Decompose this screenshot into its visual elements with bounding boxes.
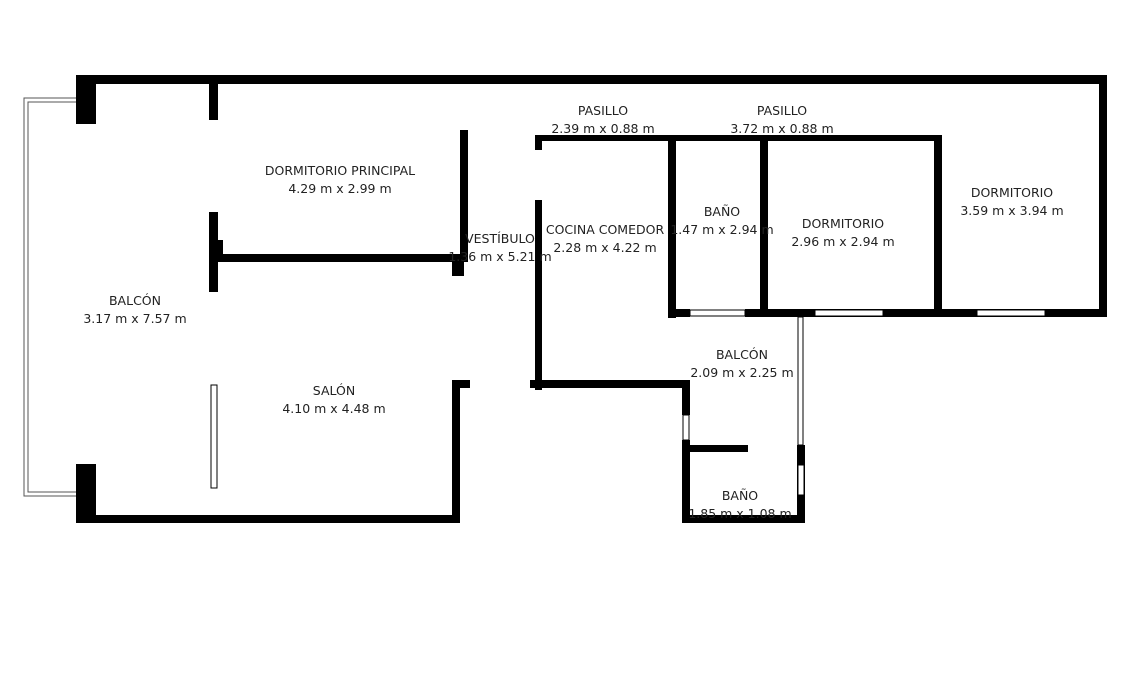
room-name: BALCÓN (108, 293, 161, 308)
room-dims: 3.72 m x 0.88 m (730, 121, 834, 136)
room-dims: 3.17 m x 7.57 m (83, 311, 187, 326)
room-dims: 4.29 m x 2.99 m (288, 181, 392, 196)
room-dormitorio-2: DORMITORIO 3.59 m x 3.94 m (960, 184, 1063, 220)
balcony-railing (23, 97, 76, 497)
room-dormitorio-principal: DORMITORIO PRINCIPAL 4.29 m x 2.99 m (265, 162, 415, 198)
room-salon: SALÓN 4.10 m x 4.48 m (282, 382, 385, 418)
room-dims: 2.39 m x 0.88 m (551, 121, 655, 136)
windows (210, 309, 1046, 496)
room-dims: 1.47 m x 2.94 m (670, 222, 774, 237)
room-name: DORMITORIO (801, 216, 885, 231)
room-bano-1: BAÑO 1.47 m x 2.94 m (670, 203, 773, 239)
room-name: PASILLO (756, 103, 808, 118)
room-name: BAÑO (703, 204, 741, 219)
room-dims: 2.96 m x 2.94 m (791, 234, 895, 249)
room-pasillo-1: PASILLO 2.39 m x 0.88 m (551, 102, 654, 138)
room-name: SALÓN (312, 383, 356, 398)
room-balcon-large: BALCÓN 3.17 m x 7.57 m (83, 292, 186, 328)
room-dormitorio-1: DORMITORIO 2.96 m x 2.94 m (791, 215, 894, 251)
room-dims: 3.59 m x 3.94 m (960, 203, 1064, 218)
walls (76, 75, 1107, 523)
room-name: COCINA COMEDOR (545, 222, 665, 237)
room-vestibulo: VESTÍBULO 1.36 m x 5.21 m (448, 230, 551, 266)
room-cocina-comedor: COCINA COMEDOR 2.28 m x 4.22 m (546, 221, 664, 257)
room-name: VESTÍBULO (465, 231, 535, 246)
room-name: BAÑO (721, 488, 759, 503)
room-name: DORMITORIO (970, 185, 1054, 200)
room-dims: 2.28 m x 4.22 m (553, 240, 657, 255)
room-dims: 4.10 m x 4.48 m (282, 401, 386, 416)
room-dims: 2.09 m x 2.25 m (690, 365, 794, 380)
room-pasillo-2: PASILLO 3.72 m x 0.88 m (730, 102, 833, 138)
room-name: PASILLO (577, 103, 629, 118)
room-balcon-small: BALCÓN 2.09 m x 2.25 m (690, 346, 793, 382)
room-name: BALCÓN (715, 347, 768, 362)
room-dims: 1.36 m x 5.21 m (448, 249, 552, 264)
room-name: DORMITORIO PRINCIPAL (264, 163, 416, 178)
room-dims: 1.85 m x 1.08 m (688, 506, 792, 521)
room-bano-2: BAÑO 1.85 m x 1.08 m (688, 487, 791, 523)
